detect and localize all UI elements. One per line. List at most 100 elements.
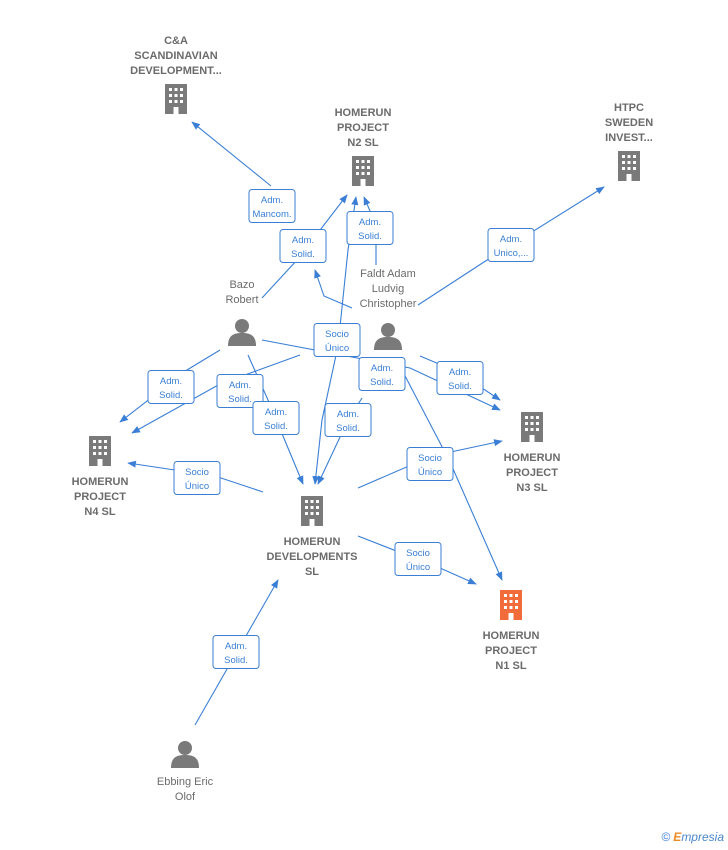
role-badge[interactable]: Adm.Solid. (279, 229, 327, 263)
role-badge-line: Solid. (448, 381, 472, 392)
role-badge-box (279, 229, 327, 263)
role-badge-line: Adm. (500, 234, 522, 245)
edge-11 (261, 339, 501, 411)
building-icon (521, 412, 543, 442)
role-badge-line: Solid. (264, 421, 288, 432)
role-badge-line: Solid. (224, 655, 248, 666)
node-label-line: INVEST... (605, 132, 653, 144)
edge-4 (417, 186, 605, 306)
building-icon (352, 156, 374, 186)
node-label-line: Bazo (229, 279, 254, 291)
node-label-line: Ludvig (372, 283, 404, 295)
node-n4[interactable]: HOMERUN PROJECT N4 SL (72, 436, 129, 518)
role-badge[interactable]: Adm.Solid. (346, 211, 394, 245)
role-badge-line: Mancom. (252, 209, 291, 220)
edge-1 (191, 121, 272, 187)
role-badge-box (147, 370, 195, 404)
node-label-line: C&A (164, 35, 188, 47)
role-badge[interactable]: Adm.Unico,... (487, 228, 535, 262)
focus-building-icon (500, 590, 522, 620)
role-badge-label: Adm.Solid. (228, 380, 252, 405)
role-badge-box (394, 542, 442, 576)
brand-footer[interactable]: ©Empresia (661, 830, 724, 844)
building-icon (89, 436, 111, 466)
role-badge-line: Solid. (336, 423, 360, 434)
role-badge-line: Adm. (265, 407, 287, 418)
role-badge-line: Socio (325, 329, 349, 340)
role-badge-label: Adm. Solid. (224, 641, 248, 666)
role-badge-line: Único (418, 467, 442, 478)
role-badge-label: Adm.Solid. (358, 217, 382, 242)
node-label-line: Christopher (360, 298, 417, 310)
role-badge-box (487, 228, 535, 262)
role-badge-box (436, 361, 484, 395)
role-badge-line: Adm. (337, 409, 359, 420)
role-badge-line: Socio (418, 453, 442, 464)
role-badge-line: Solid. (159, 390, 183, 401)
role-badge-label: Adm.Solid. (291, 235, 315, 260)
role-badge[interactable]: Adm.Solid. (358, 357, 406, 391)
role-badge[interactable]: Adm. Solid. (212, 635, 260, 669)
role-badge-line: Adm. (449, 367, 471, 378)
role-badge-label: Adm. Solid. (448, 367, 472, 392)
role-badge-line: Solid. (228, 394, 252, 405)
role-badge[interactable]: Adm.Solid. (216, 374, 264, 408)
role-badge[interactable]: Adm.Solid. (147, 370, 195, 404)
role-badge-label: Adm.Unico,... (494, 234, 529, 259)
node-label-line: N1 SL (495, 660, 526, 672)
node-label-line: N4 SL (84, 506, 115, 518)
role-badge-line: Socio (406, 548, 430, 559)
role-badge-label: Adm. Solid. (336, 409, 360, 434)
brand-logo-initial: E (673, 830, 682, 844)
role-badge[interactable]: Adm. Solid. (252, 401, 300, 435)
role-badge-line: Solid. (358, 231, 382, 242)
edge-9 (247, 354, 304, 485)
node-label-line: PROJECT (74, 491, 126, 503)
role-badge[interactable]: Adm. Solid. (436, 361, 484, 395)
role-badge[interactable]: Adm. Mancom. (248, 189, 296, 223)
node-label: HOMERUN PROJECT N4 SL (72, 476, 129, 518)
edge-5 (314, 269, 353, 309)
role-badge-line: Adm. (225, 641, 247, 652)
node-label-line: HOMERUN (483, 630, 540, 642)
node-label-line: SWEDEN (605, 117, 653, 129)
role-badge[interactable]: Adm. Solid. (324, 403, 372, 437)
role-badge-line: Socio (185, 467, 209, 478)
person-icon (228, 319, 256, 346)
copyright-symbol: © (661, 830, 671, 844)
role-badge-line: Adm. (261, 195, 283, 206)
edge-13 (312, 345, 339, 485)
role-badge-box (252, 401, 300, 435)
role-badge-box (216, 374, 264, 408)
role-badge-box (313, 323, 361, 357)
person-icon (171, 741, 199, 768)
node-label-line: Faldt Adam (360, 268, 416, 280)
node-label-line: HOMERUN (72, 476, 129, 488)
role-badge-line: Adm. (371, 363, 393, 374)
role-badge-box (346, 211, 394, 245)
role-badge-line: Único (185, 481, 209, 492)
